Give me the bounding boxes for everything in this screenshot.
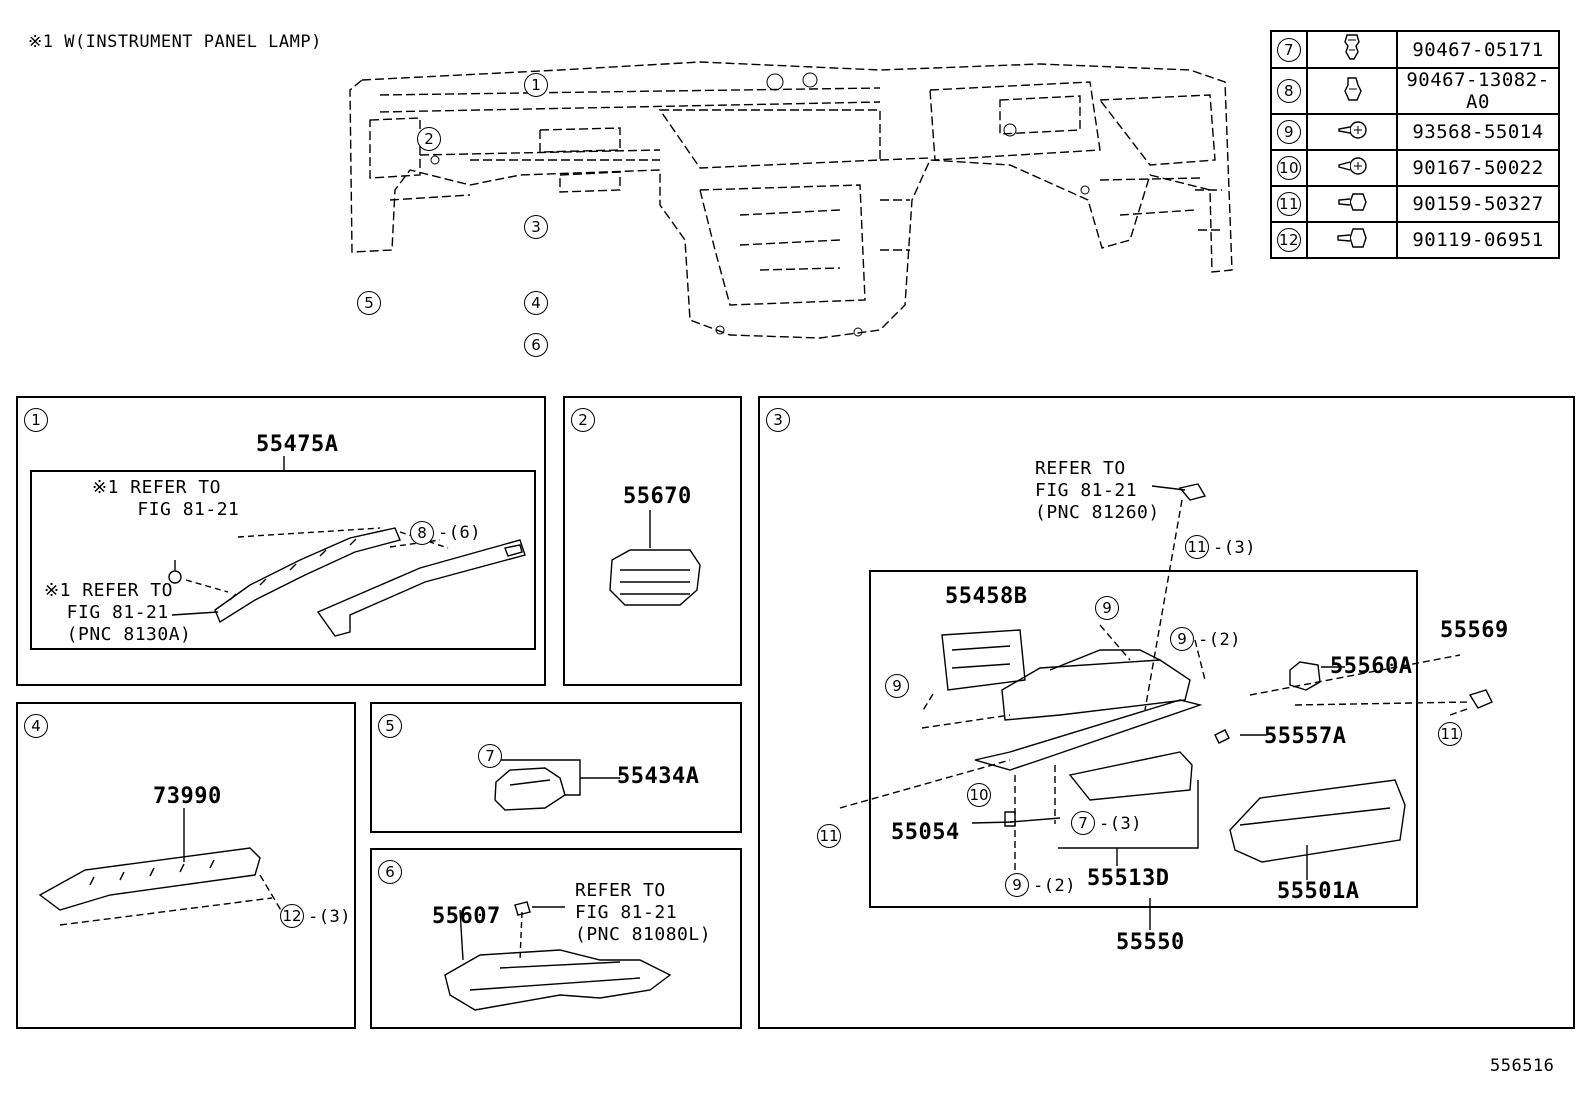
part-55434A[interactable]: 55434A xyxy=(617,764,700,789)
panel1-ref-b: ※1 REFER TO FIG 81-21 (PNC 8130A) xyxy=(44,580,192,645)
panel3-callout-9-b[interactable]: 9 xyxy=(1170,627,1194,651)
fastener-row[interactable]: 7 90467-05171 xyxy=(1270,30,1560,69)
panel-3-inner xyxy=(869,570,1418,908)
panel-1 xyxy=(16,396,546,686)
figure-id: 556516 xyxy=(1490,1056,1555,1076)
overview-callout-2[interactable]: 2 xyxy=(417,127,441,151)
part-55607[interactable]: 55607 xyxy=(432,904,501,929)
overview-callout-1[interactable]: 1 xyxy=(524,73,548,97)
bolt-icon xyxy=(1337,227,1367,248)
fastener-part: 90167-50022 xyxy=(1396,149,1560,187)
part-55513D[interactable]: 55513D xyxy=(1087,866,1170,891)
fastener-part: 90119-06951 xyxy=(1396,221,1560,259)
panel1-callout-8[interactable]: 8 xyxy=(410,521,434,545)
panel4-callout-12[interactable]: 12 xyxy=(280,904,304,928)
overview-callout-5[interactable]: 5 xyxy=(357,291,381,315)
fastener-table: 7 90467-05171 8 90467-13082-A0 9 93568-5… xyxy=(1270,30,1560,259)
panel-3 xyxy=(758,396,1575,1029)
panel3-callout-9-c[interactable]: 9 xyxy=(885,674,909,698)
part-55550[interactable]: 55550 xyxy=(1116,930,1185,955)
panel-2 xyxy=(563,396,742,686)
fastener-part: 93568-55014 xyxy=(1396,113,1560,151)
panel3-callout-11-qty: -(3) xyxy=(1213,538,1256,558)
panel3-callout-9-b-qty: -(2) xyxy=(1198,630,1241,650)
panel3-callout-9-a[interactable]: 9 xyxy=(1095,596,1119,620)
panel5-callout-7[interactable]: 7 xyxy=(478,744,502,768)
panel3-callout-11-right[interactable]: 11 xyxy=(1438,722,1462,746)
panel3-callout-11-left[interactable]: 11 xyxy=(817,824,841,848)
panel3-callout-9-d[interactable]: 9 xyxy=(1005,873,1029,897)
fastener-ref: 7 xyxy=(1277,37,1301,62)
fastener-row[interactable]: 9 93568-55014 xyxy=(1270,113,1560,151)
panel-4-index: 4 xyxy=(24,714,48,738)
panel-1-index: 1 xyxy=(24,408,48,432)
panel-5 xyxy=(370,702,742,833)
part-73990[interactable]: 73990 xyxy=(153,784,222,809)
fastener-ref: 9 xyxy=(1277,120,1301,144)
fastener-row[interactable]: 10 90167-50022 xyxy=(1270,149,1560,187)
panel4-callout-12-qty: -(3) xyxy=(308,907,351,927)
bolt-icon xyxy=(1338,192,1367,211)
panel3-ref: REFER TO FIG 81-21 (PNC 81260) xyxy=(1035,458,1160,523)
panel-1-inner xyxy=(30,470,536,650)
part-55054[interactable]: 55054 xyxy=(891,820,960,845)
panel-6 xyxy=(370,848,742,1029)
fastener-ref: 12 xyxy=(1277,228,1301,252)
panel1-ref-a: ※1 REFER TO FIG 81-21 xyxy=(92,477,240,520)
panel-6-index: 6 xyxy=(378,860,402,884)
panel-4 xyxy=(16,702,356,1029)
fastener-row[interactable]: 8 90467-13082-A0 xyxy=(1270,67,1560,115)
header-note: ※1 W(INSTRUMENT PANEL LAMP) xyxy=(28,32,322,52)
panel3-callout-10[interactable]: 10 xyxy=(967,783,991,807)
panel3-callout-9-d-qty: -(2) xyxy=(1033,876,1076,896)
part-55458B[interactable]: 55458B xyxy=(945,584,1028,609)
part-55670[interactable]: 55670 xyxy=(623,484,692,509)
panel-2-index: 2 xyxy=(571,408,595,432)
fastener-part: 90467-05171 xyxy=(1396,30,1560,69)
panel3-callout-7-qty: -(3) xyxy=(1099,814,1142,834)
fastener-ref: 8 xyxy=(1277,79,1301,103)
clip-icon xyxy=(1344,76,1362,101)
screw-icon xyxy=(1338,120,1367,139)
fastener-ref: 10 xyxy=(1277,156,1301,180)
screw-icon xyxy=(1338,156,1367,175)
panel3-callout-7[interactable]: 7 xyxy=(1071,811,1095,835)
fastener-ref: 11 xyxy=(1277,192,1301,216)
fastener-part: 90159-50327 xyxy=(1396,185,1560,223)
part-55501A[interactable]: 55501A xyxy=(1277,879,1360,904)
part-55557A[interactable]: 55557A xyxy=(1264,724,1347,749)
panel3-callout-11-top[interactable]: 11 xyxy=(1185,535,1209,559)
panel6-ref: REFER TO FIG 81-21 (PNC 81080L) xyxy=(575,880,712,945)
panel-3-index: 3 xyxy=(766,408,790,432)
panel-5-index: 5 xyxy=(378,714,402,738)
fastener-part: 90467-13082-A0 xyxy=(1396,67,1560,115)
fastener-row[interactable]: 12 90119-06951 xyxy=(1270,221,1560,259)
overview-callout-3[interactable]: 3 xyxy=(524,215,548,239)
overview-callout-4[interactable]: 4 xyxy=(524,291,548,315)
part-55560A[interactable]: 55560A xyxy=(1330,654,1413,679)
part-55475A[interactable]: 55475A xyxy=(256,432,339,457)
fastener-row[interactable]: 11 90159-50327 xyxy=(1270,185,1560,223)
part-55569[interactable]: 55569 xyxy=(1440,618,1509,643)
clip-icon xyxy=(1344,34,1360,60)
panel1-callout-8-qty: -(6) xyxy=(438,523,481,543)
overview-callout-6[interactable]: 6 xyxy=(524,333,548,357)
